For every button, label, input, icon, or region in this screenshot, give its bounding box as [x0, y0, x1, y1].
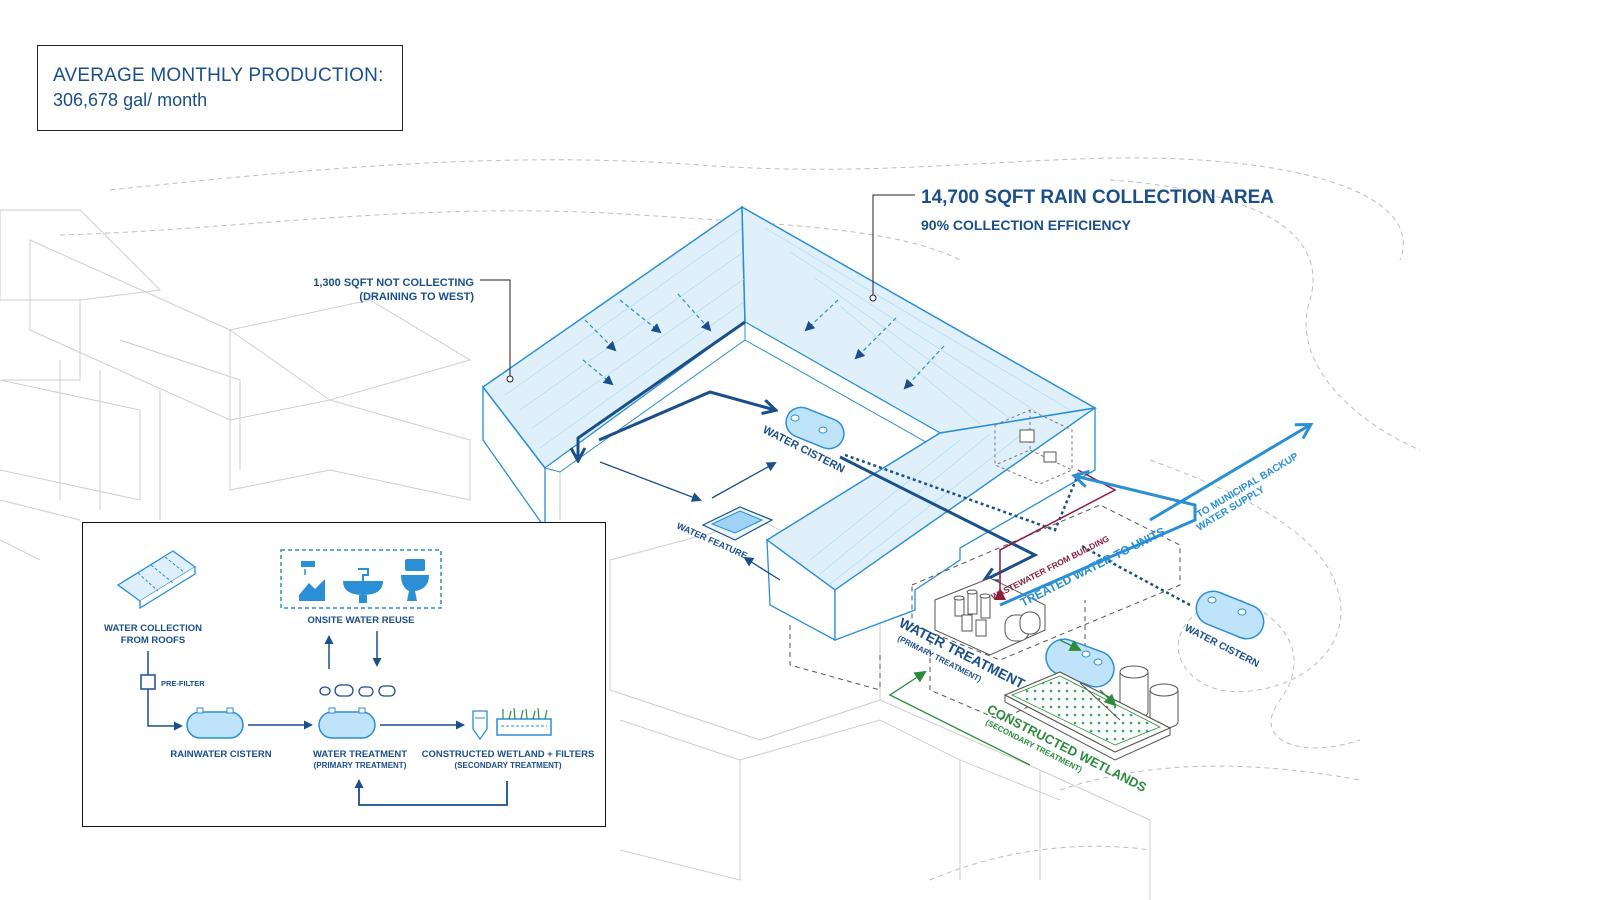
hose-icon	[299, 561, 325, 601]
legend-treatment-label-1: WATER TREATMENT	[313, 749, 407, 760]
treated-water-flow	[999, 425, 1310, 607]
legend-rainwater-cistern-label: RAINWATER CISTERN	[170, 749, 271, 760]
efficiency-label: 90% COLLECTION EFFICIENCY	[921, 217, 1132, 233]
rain-area-label: 14,700 SQFT RAIN COLLECTION AREA	[921, 187, 1274, 208]
legend-diagram: WATER COLLECTION FROM ROOFS PRE-FILTER R…	[104, 549, 595, 806]
rain-arrow	[804, 299, 839, 332]
filter-icon	[472, 710, 488, 741]
rain-arrow	[854, 317, 897, 360]
legend-prefilter-label: PRE-FILTER	[161, 679, 205, 688]
water-cistern-tank-1	[785, 406, 845, 450]
legend-wetland-label-2: (SECONDARY TREATMENT)	[455, 761, 562, 770]
draining-west-label: (DRAINING TO WEST)	[359, 291, 474, 303]
gutter-flow	[578, 320, 1039, 580]
process-legend: WATER COLLECTION FROM ROOFS PRE-FILTER R…	[82, 522, 606, 827]
site-contours	[59, 157, 1421, 881]
treatment-tank-icon	[318, 707, 376, 739]
legend-collection-label-1: WATER COLLECTION	[104, 623, 202, 634]
sink-icon	[343, 568, 383, 603]
rainwater-cistern-icon	[186, 707, 244, 739]
rain-arrow	[903, 345, 945, 390]
callout-leaders	[480, 194, 915, 383]
rain-arrow	[619, 299, 662, 334]
rain-arrow	[677, 293, 712, 332]
supply-lines	[844, 453, 1191, 607]
water-cistern-tank-2	[1195, 590, 1265, 640]
treatment-media-icons	[319, 684, 396, 697]
legend-treatment-label-2: (PRIMARY TREATMENT)	[314, 761, 407, 770]
roof-collection-icon	[116, 550, 197, 610]
rooftop-mechanical	[994, 409, 1073, 485]
roof-long-wing	[741, 205, 1098, 434]
wetland-icon	[496, 707, 552, 736]
water-feature-pool	[701, 506, 774, 541]
wetland-system	[1003, 638, 1179, 761]
legend-wetland-label-1: CONSTRUCTED WETLAND + FILTERS	[422, 749, 595, 760]
production-value: 306,678 gal/ month	[53, 90, 208, 110]
legend-collection-label-2: FROM ROOFS	[121, 635, 185, 646]
front-wing-side	[834, 406, 1096, 641]
not-collecting-label: 1,300 SQFT NOT COLLECTING	[313, 277, 474, 289]
production-stat-box: AVERAGE MONTHLY PRODUCTION: 306,678 gal/…	[37, 45, 403, 131]
roof-hatching	[504, 227, 1071, 585]
rain-arrow	[582, 359, 614, 386]
toilet-icon	[401, 559, 429, 601]
rain-arrow	[584, 319, 617, 352]
prefilter-box	[140, 674, 156, 690]
production-title: AVERAGE MONTHLY PRODUCTION:	[53, 65, 384, 86]
onsite-reuse-box	[280, 549, 442, 609]
roof-rain-arrows	[582, 293, 945, 390]
legend-onsite-reuse-label: ONSITE WATER REUSE	[308, 615, 415, 626]
green-flow	[888, 639, 1117, 766]
